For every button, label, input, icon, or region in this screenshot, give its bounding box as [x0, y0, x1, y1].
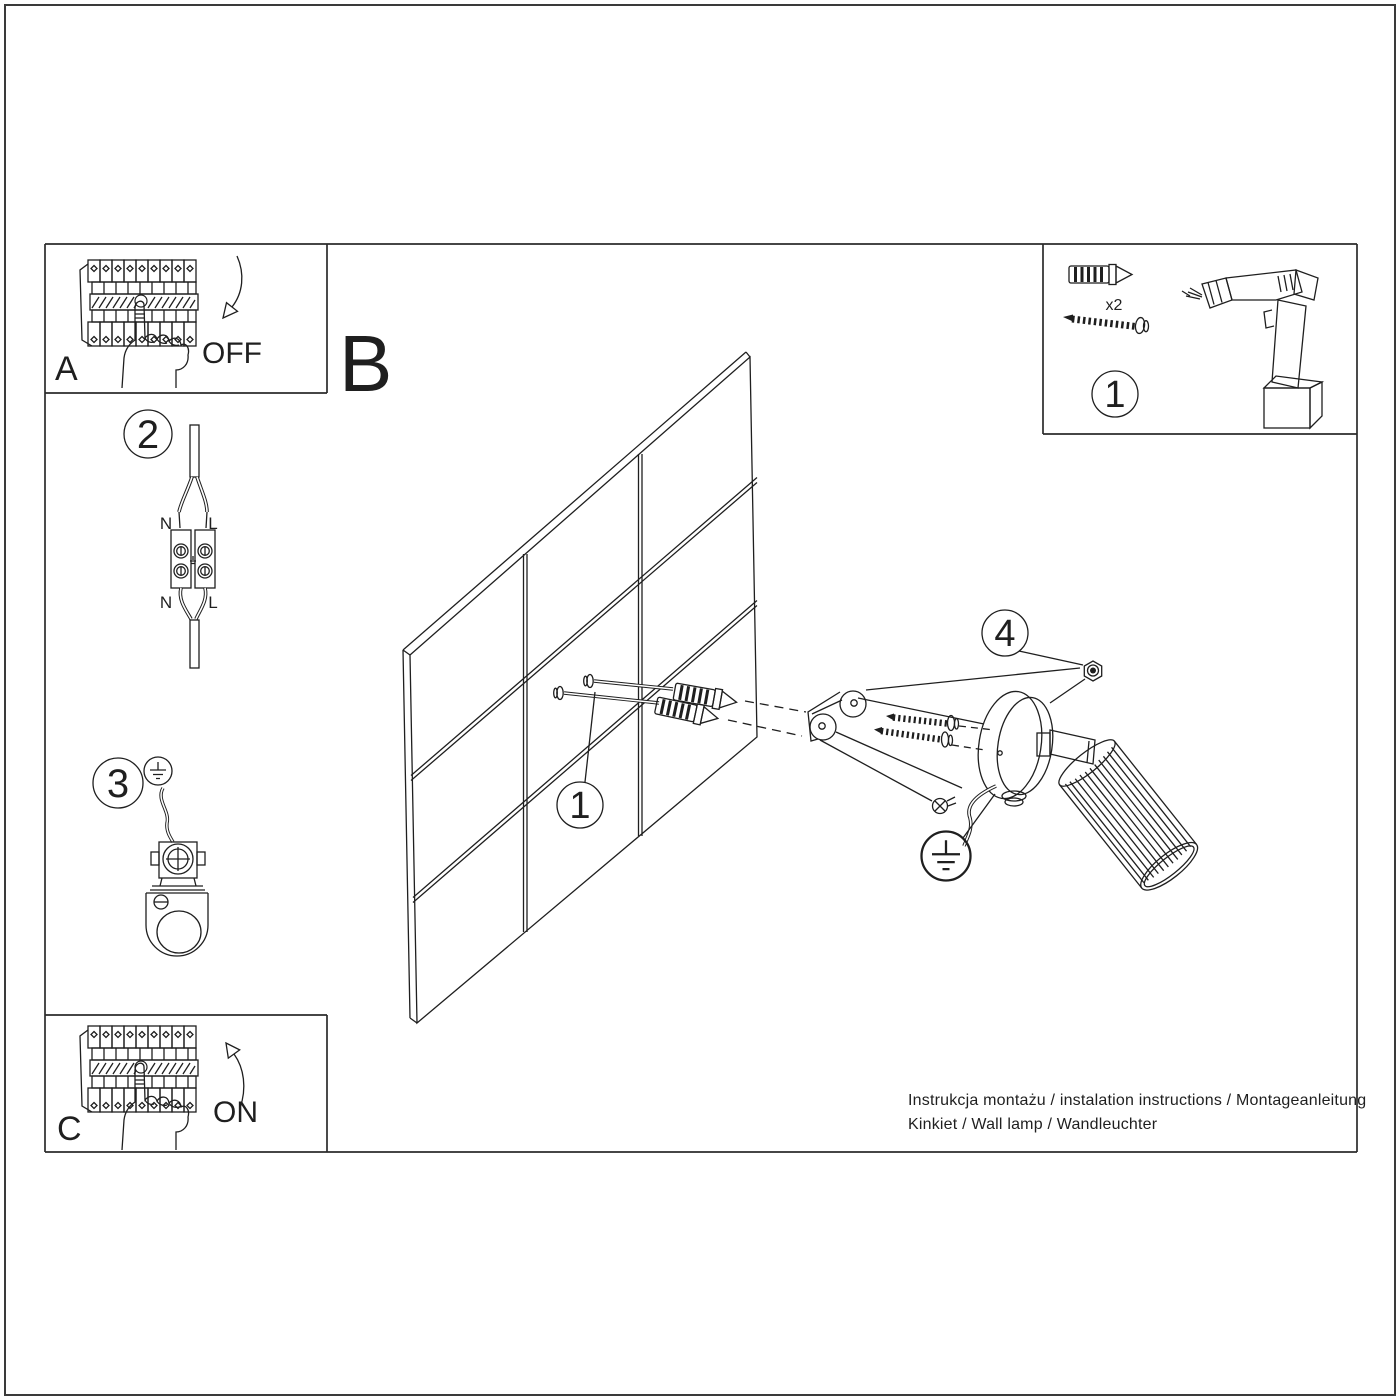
anchor-quantity-label: x2	[1106, 297, 1123, 314]
terminal-n-bottom: N	[160, 593, 172, 612]
fixing-screw-2	[874, 727, 954, 748]
on-label: ON	[213, 1096, 258, 1129]
lamp-arm	[1036, 729, 1096, 765]
tiled-wall	[402, 351, 758, 1025]
section-b-label: B	[339, 319, 392, 408]
arrow-up-curve	[233, 1053, 245, 1109]
panel-c-switch-on: C ON	[57, 1026, 258, 1151]
terminal-block-right	[194, 529, 216, 589]
arrow-down-head	[222, 301, 239, 320]
wall-anchors-group: 1	[553, 673, 807, 829]
callout-4-leader	[1018, 650, 1084, 666]
dome-nut	[1083, 660, 1103, 682]
callout-1-leader	[584, 691, 596, 783]
step-2-wiring: 2 N L N L	[123, 409, 218, 669]
fixing-screw-1	[886, 713, 960, 732]
kit-box: x2 1	[1063, 265, 1325, 430]
earth-symbol-leader	[962, 793, 996, 839]
cable-bottom	[189, 619, 200, 669]
terminal-l-top: L	[208, 514, 217, 533]
mounting-bracket	[807, 690, 867, 742]
sheet-frame	[4, 4, 1396, 1396]
leader-bracket-to-canopy-2	[835, 731, 963, 789]
arrow-down-curve	[231, 255, 243, 308]
terminal-screws	[173, 543, 213, 579]
drill	[1181, 269, 1325, 430]
arrow-up-head	[225, 1041, 241, 1060]
section-c-label: C	[57, 1110, 82, 1148]
mounting-screw-left-2	[553, 685, 660, 705]
ribbed-shade	[1058, 739, 1199, 891]
terminal-earth-mark	[190, 556, 196, 565]
earth-screw	[931, 796, 957, 815]
cable-top	[189, 424, 200, 478]
callout-4: 4	[994, 613, 1015, 655]
leader-bracket-to-canopy	[857, 697, 985, 725]
leader-bracket-to-screw	[819, 739, 933, 802]
callout-3: 3	[107, 762, 129, 806]
lamp-assembly: 4	[807, 609, 1199, 891]
leader-bracket-to-nut	[865, 667, 1081, 691]
footer-caption: Instrukcja montażu / instalation instruc…	[908, 1089, 1368, 1136]
terminal-block-left	[170, 529, 192, 589]
callout-kit-1: 1	[1104, 374, 1125, 416]
mounting-screw-left-1	[583, 673, 674, 691]
footer-line-2: Kinkiet / Wall lamp / Wandleuchter	[908, 1115, 1158, 1133]
step-3-earth: 3	[92, 756, 209, 957]
callout-2: 2	[137, 413, 159, 457]
off-label: OFF	[202, 337, 262, 370]
terminal-l-bottom: L	[208, 593, 217, 612]
canopy	[977, 690, 1054, 807]
callout-1: 1	[569, 785, 590, 827]
earth-terminal	[150, 841, 206, 879]
panel-a-switch-off: A OFF	[55, 255, 262, 389]
kit-screw	[1063, 314, 1150, 335]
lamp-wall-base	[145, 877, 209, 957]
terminal-n-top: N	[160, 514, 172, 533]
section-a-label: A	[55, 350, 78, 388]
footer-line-1: Instrukcja montażu / instalation instruc…	[908, 1092, 1367, 1109]
